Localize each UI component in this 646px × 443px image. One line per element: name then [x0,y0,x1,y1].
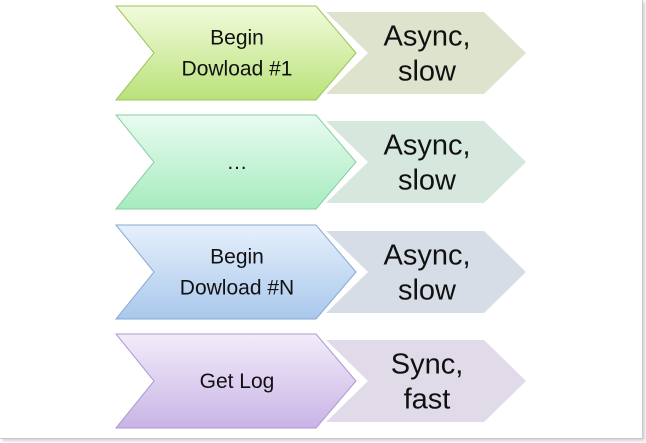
result-chevron [326,231,526,313]
step-chevron [114,333,357,429]
process-row: … Async,slow [114,114,526,210]
step-label: Dowload #1 [182,58,293,81]
process-row: Get Log Sync,fast [114,333,526,429]
result-label: Sync, [391,349,464,381]
step-chevron [114,224,357,320]
step-label: Dowload #N [180,277,294,300]
step-label: Begin [210,27,264,50]
step-label: … [227,151,248,174]
result-label: Async, [383,130,470,162]
step-chevron [114,114,357,210]
result-label: Async, [383,21,470,53]
result-label: slow [398,275,457,307]
result-label: Async, [383,240,470,272]
result-chevron [326,340,526,422]
step-chevron [114,5,357,101]
result-label: fast [404,384,451,416]
result-chevron [326,121,526,203]
step-label: Get Log [200,370,275,393]
result-label: slow [398,56,457,88]
result-label: slow [398,165,457,197]
step-label: Begin [210,246,264,269]
result-chevron [326,12,526,94]
